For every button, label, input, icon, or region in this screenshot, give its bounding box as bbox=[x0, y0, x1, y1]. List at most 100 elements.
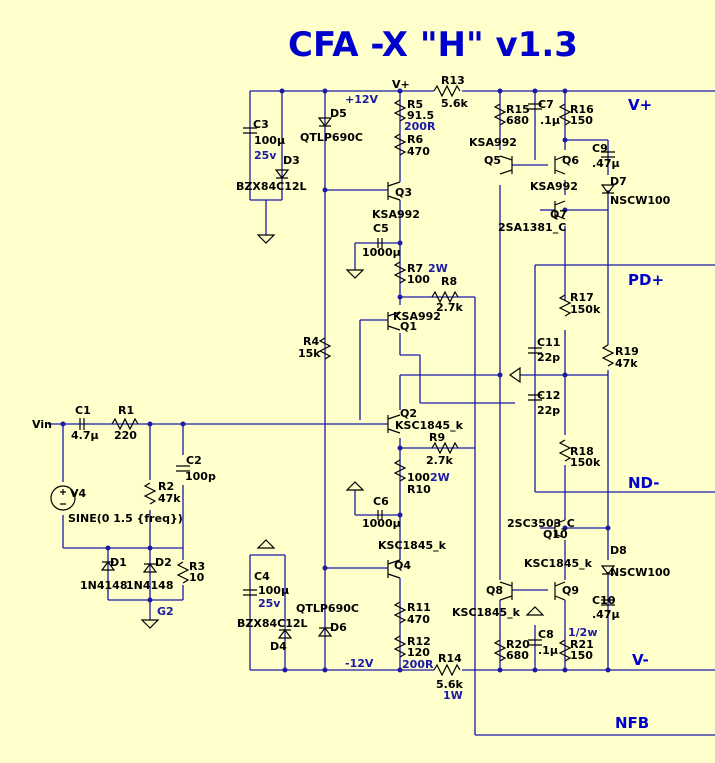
ref-label: R3 bbox=[189, 560, 205, 573]
ref-label: D3 bbox=[283, 154, 300, 167]
ref-label: R14 bbox=[438, 652, 462, 665]
ref-label: Q7 bbox=[550, 208, 567, 221]
ref-label: D6 bbox=[330, 621, 347, 634]
ref-label: C7 bbox=[538, 98, 554, 111]
value-label: NSCW100 bbox=[610, 566, 671, 579]
ref-label: C1 bbox=[75, 404, 91, 417]
note-label: 1W bbox=[443, 689, 463, 702]
value-label: BZX84C12L bbox=[236, 180, 307, 193]
grounds-and-source bbox=[50, 234, 545, 629]
value-label: 5.6k bbox=[441, 97, 468, 110]
ref-label: R15 bbox=[506, 103, 530, 116]
ref-label: R7 bbox=[407, 262, 423, 275]
value-label: 220 bbox=[114, 429, 137, 442]
ref-label: R2 bbox=[158, 480, 174, 493]
value-label: 47k bbox=[615, 357, 638, 370]
ref-label: R13 bbox=[441, 74, 465, 87]
value-label: KSA992 bbox=[469, 136, 517, 149]
ref-label: R19 bbox=[615, 345, 639, 358]
ref-label: D2 bbox=[155, 556, 172, 569]
ref-label: Q8 bbox=[486, 584, 503, 597]
value-label: 100 bbox=[407, 273, 430, 286]
value-label: KSA992 bbox=[393, 310, 441, 323]
value-label: 2SC3503_C bbox=[507, 517, 575, 530]
ref-label: D1 bbox=[110, 556, 127, 569]
value-label: 1N4148 bbox=[80, 579, 127, 592]
net-pdplus: PD+ bbox=[628, 271, 664, 289]
net-minus12: -12V bbox=[345, 657, 374, 670]
ref-label: C4 bbox=[254, 570, 270, 583]
ref-label: D7 bbox=[610, 175, 627, 188]
value-label: .47µ bbox=[592, 157, 620, 170]
value-label: 91.5 bbox=[407, 109, 434, 122]
net-vplus: V+ bbox=[628, 96, 652, 114]
transistors bbox=[387, 155, 566, 601]
value-label: 100 bbox=[407, 471, 430, 484]
ref-label: C5 bbox=[373, 222, 389, 235]
value-label: 2.7k bbox=[426, 454, 453, 467]
note-label: 1/2w bbox=[568, 626, 598, 639]
value-label: 22p bbox=[537, 351, 560, 364]
value-label: 150k bbox=[570, 303, 601, 316]
ref-label: D8 bbox=[610, 544, 627, 557]
ref-label: R1 bbox=[118, 404, 134, 417]
ref-label: C8 bbox=[538, 628, 554, 641]
value-label: KSA992 bbox=[530, 180, 578, 193]
net-vminus: V- bbox=[632, 651, 649, 669]
ref-label: C12 bbox=[537, 389, 560, 402]
ref-label: C11 bbox=[537, 336, 560, 349]
ref-label: R8 bbox=[441, 275, 457, 288]
value-label: KSC1845_k bbox=[524, 557, 593, 570]
ref-label: R20 bbox=[506, 638, 530, 651]
ref-label: D4 bbox=[270, 640, 287, 653]
value-label: 4.7µ bbox=[71, 429, 99, 442]
ref-label: D5 bbox=[330, 107, 347, 120]
ref-label: R11 bbox=[407, 601, 431, 614]
diodes bbox=[100, 117, 616, 639]
note-label: 2W bbox=[428, 262, 448, 275]
value-label: KSC1845_k bbox=[395, 419, 464, 432]
value-label: 150 bbox=[570, 649, 593, 662]
note-label: 25v bbox=[258, 597, 281, 610]
ref-label: R21 bbox=[570, 638, 594, 651]
net-ndminus: ND- bbox=[628, 474, 660, 492]
ref-label: Q5 bbox=[484, 154, 501, 167]
value-label: KSA992 bbox=[372, 208, 420, 221]
note-label: 200R bbox=[402, 658, 434, 671]
ref-label: Q1 bbox=[400, 320, 417, 333]
value-label: 470 bbox=[407, 613, 430, 626]
ref-label: R9 bbox=[429, 431, 445, 444]
ref-label: C10 bbox=[592, 594, 616, 607]
net-g2: G2 bbox=[157, 605, 174, 618]
ref-label: Q10 bbox=[543, 528, 568, 541]
ref-label: V4 bbox=[70, 487, 87, 500]
value-label: 680 bbox=[506, 114, 529, 127]
schematic-title: CFA -X "H" v1.3 bbox=[288, 25, 578, 65]
value-label: 100µ bbox=[254, 134, 285, 147]
value-label: 47k bbox=[158, 492, 181, 505]
value-label: 1000µ bbox=[362, 517, 401, 530]
note-label: 200R bbox=[404, 120, 436, 133]
value-label: SINE(0 1.5 {freq}) bbox=[68, 512, 183, 525]
net-labels: V+ PD+ ND- V- NFB Vin +12V -12V V+ G2 bbox=[32, 78, 664, 732]
value-label: KSC1845_k bbox=[452, 606, 521, 619]
value-label: .1µ bbox=[538, 644, 558, 657]
ref-label: R12 bbox=[407, 635, 431, 648]
junctions bbox=[60, 88, 611, 673]
ref-label: C9 bbox=[592, 142, 608, 155]
value-label: 2SA1381_C bbox=[498, 221, 566, 234]
ref-label: Q3 bbox=[395, 186, 412, 199]
value-label: 100µ bbox=[258, 584, 289, 597]
value-label: 2.7k bbox=[436, 301, 463, 314]
net-vin: Vin bbox=[32, 418, 52, 431]
net-nfb: NFB bbox=[615, 714, 649, 732]
value-label: 1000µ bbox=[362, 246, 401, 259]
ref-label: Q6 bbox=[562, 154, 579, 167]
value-label: 120 bbox=[407, 646, 430, 659]
value-label: 1N4148 bbox=[126, 579, 173, 592]
value-label: 470 bbox=[407, 145, 430, 158]
value-label: KSC1845_k bbox=[378, 539, 447, 552]
value-label: 150 bbox=[570, 114, 593, 127]
net-vplus-small: V+ bbox=[392, 78, 410, 91]
